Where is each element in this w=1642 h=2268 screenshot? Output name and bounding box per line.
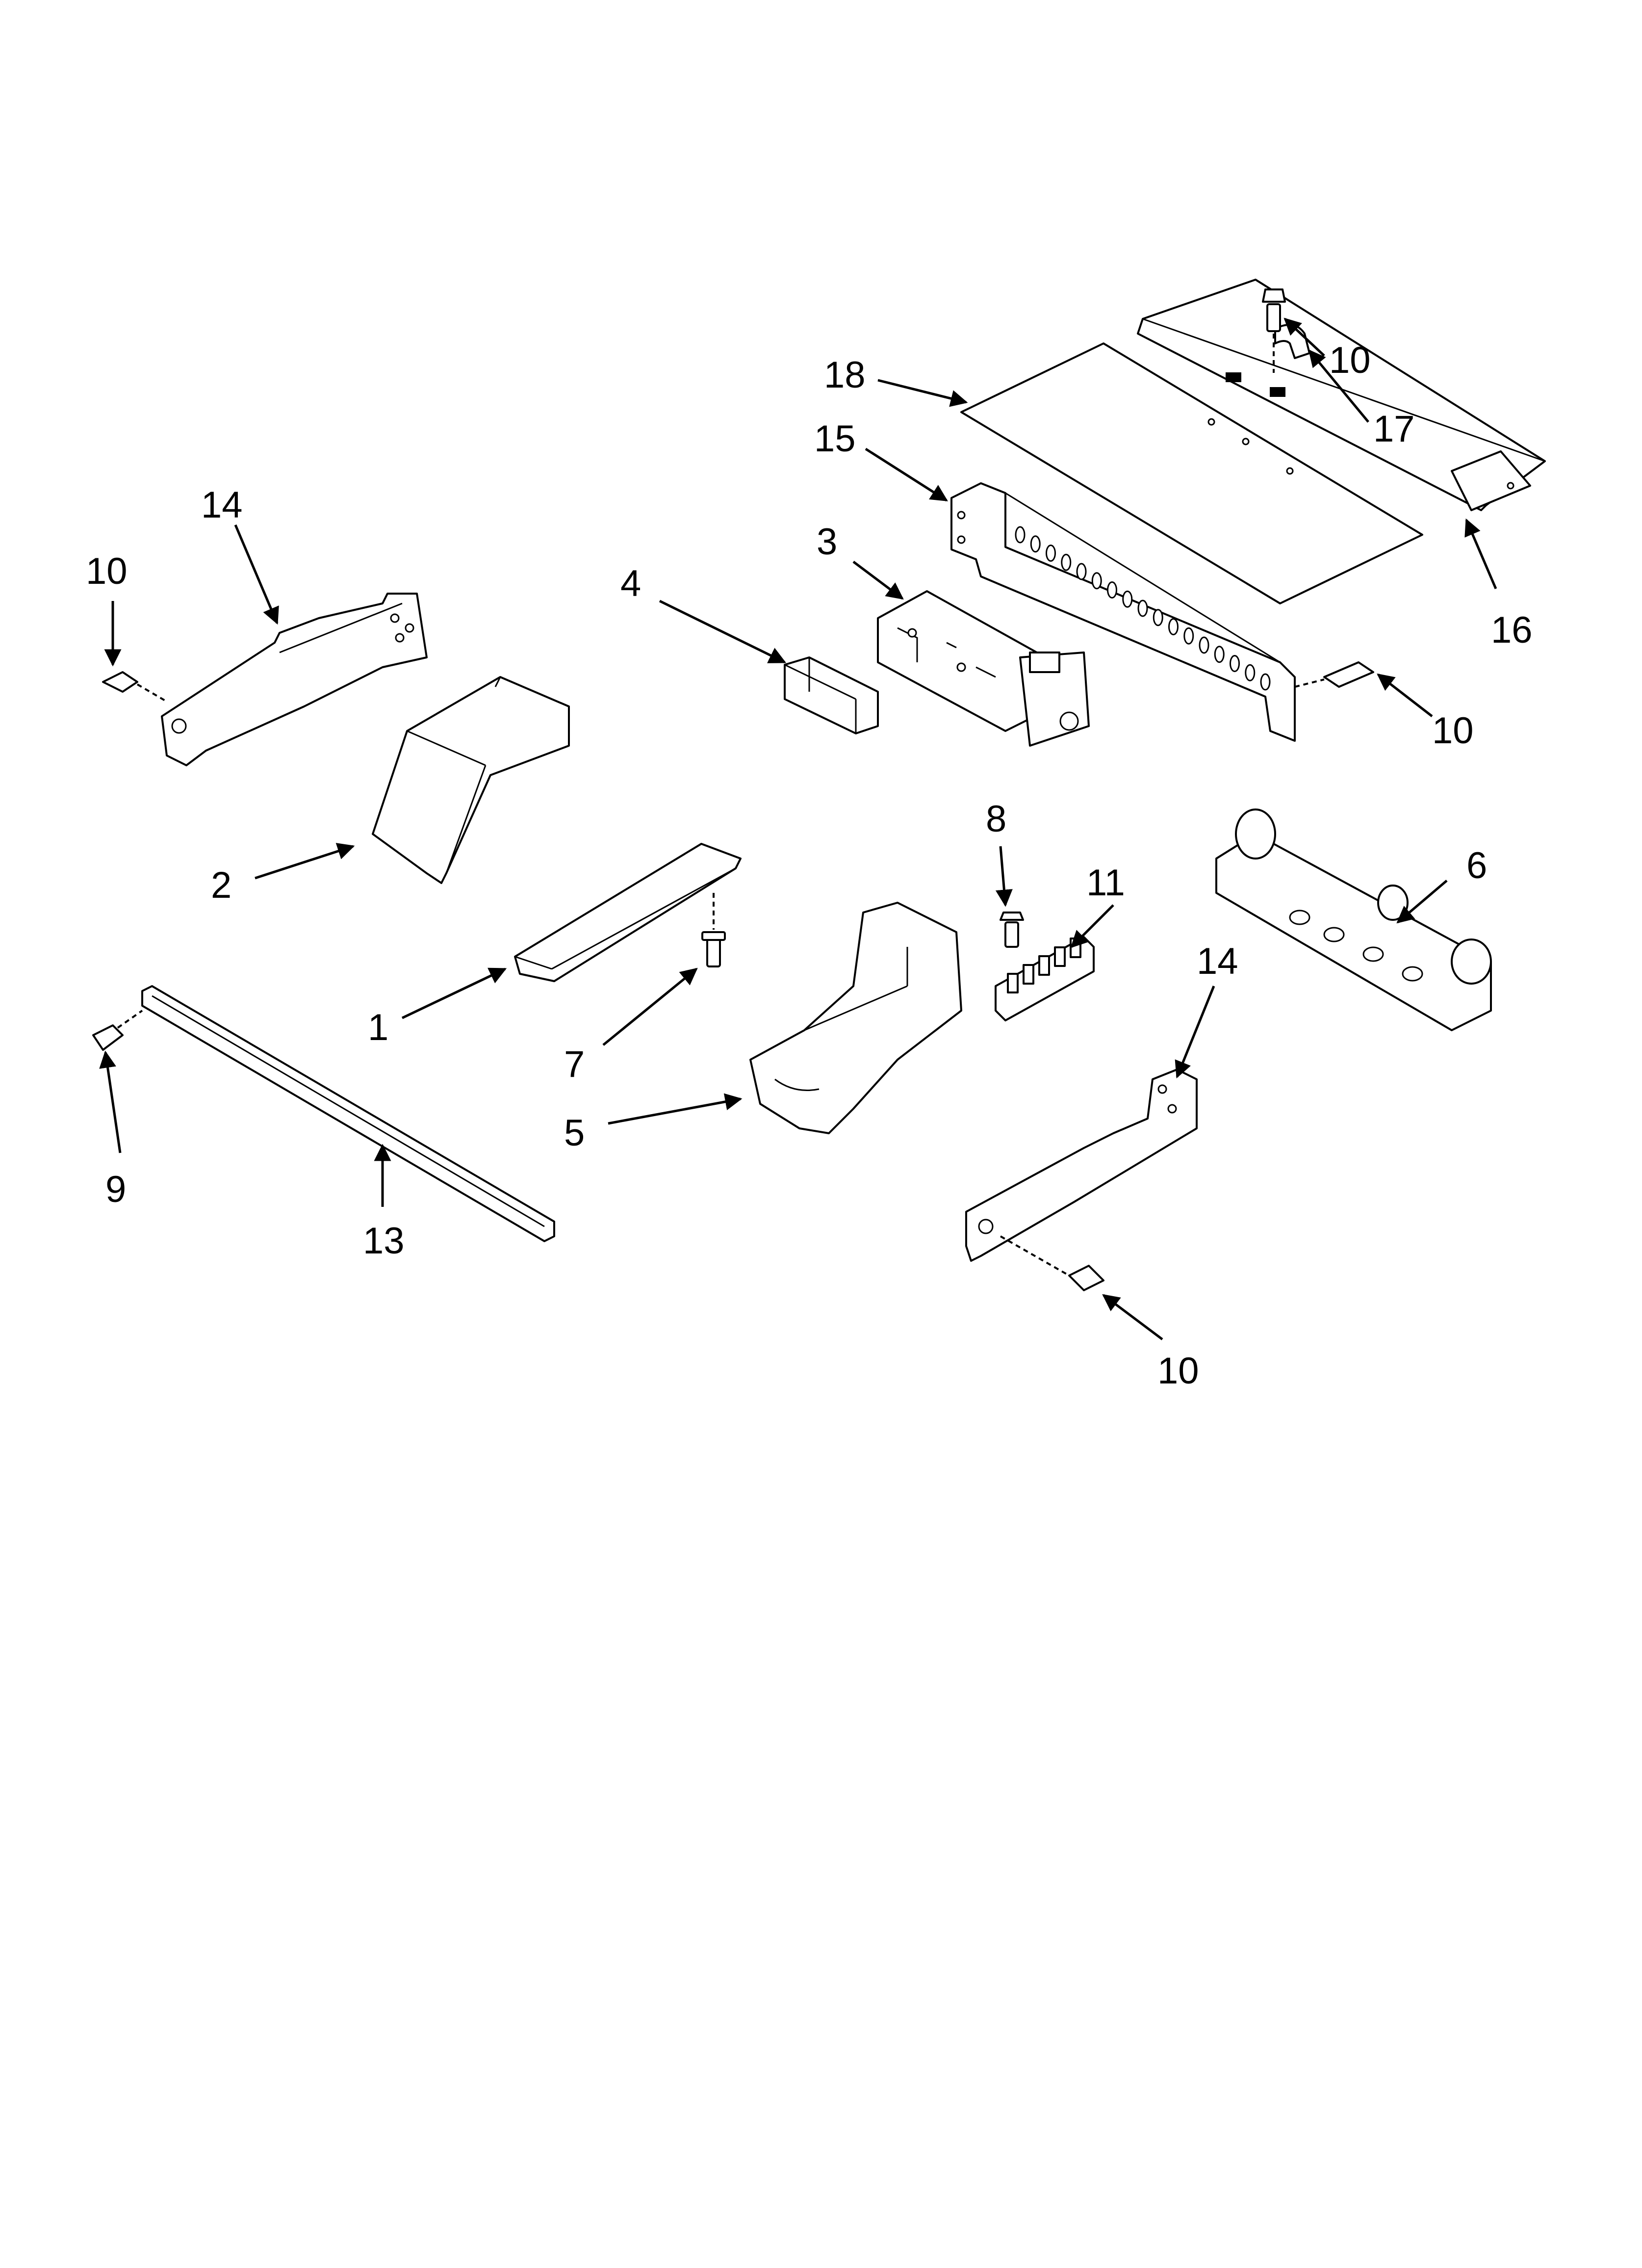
leader-2: [255, 843, 355, 880]
part-10-screw-left: [102, 671, 168, 703]
terminal-post: [1023, 964, 1034, 985]
leader-6: [1396, 880, 1448, 924]
part-1-channel: [514, 843, 742, 982]
part-5-deflector: [749, 902, 962, 1134]
callout-3: 3: [817, 521, 837, 563]
leader-8: [995, 846, 1013, 907]
callout-6: 6: [1466, 845, 1487, 886]
rail-slot: [1030, 535, 1041, 553]
leader-7: [602, 967, 698, 1046]
callout-9: 9: [105, 1169, 126, 1210]
leader-14-right: [1175, 986, 1215, 1079]
leader-15: [865, 447, 948, 502]
leader-14-left: [234, 524, 279, 625]
part-7-screw: [701, 893, 726, 967]
rail-slot: [1168, 618, 1179, 635]
part-10-screw-right: [1294, 661, 1374, 688]
rail-slot: [1076, 563, 1087, 580]
callout-8: 8: [986, 798, 1006, 840]
callout-18: 18: [824, 354, 866, 396]
part-11-terminal-block: [995, 936, 1095, 1021]
callout-labels: 18 10 17 15 16 3 4 10 14 10 2 8 11 6 1 7…: [86, 339, 1533, 1392]
part-16-top-back-panel: [1137, 279, 1546, 511]
part-13-long-rail: [141, 985, 555, 1242]
part-14-right-bracket: [965, 1069, 1198, 1262]
leader-lines: [99, 317, 1497, 1340]
part-10-screw-top: [1262, 288, 1286, 373]
callout-10-right: 10: [1432, 710, 1474, 752]
rail-slot: [1260, 673, 1271, 691]
leader-18: [877, 379, 968, 407]
rail-slot: [1137, 600, 1148, 617]
callout-5: 5: [564, 1112, 585, 1154]
rail-slot: [1183, 627, 1194, 645]
leader-4: [659, 600, 787, 664]
callout-10-top: 10: [1329, 339, 1371, 381]
callout-7: 7: [564, 1043, 585, 1085]
callout-11: 11: [1086, 862, 1125, 904]
rail-slot: [1046, 545, 1056, 562]
callout-10-bottom: 10: [1157, 1350, 1199, 1392]
part-3-control-assembly: [877, 590, 1090, 747]
part-9-screw: [92, 1010, 143, 1051]
part-2-duct: [372, 676, 570, 884]
callout-16: 16: [1491, 609, 1533, 651]
callout-14-left: 14: [201, 484, 243, 526]
callout-17: 17: [1373, 408, 1415, 450]
part-18-top-panel: [960, 342, 1423, 604]
rail-slot: [1107, 581, 1117, 599]
callout-15: 15: [814, 418, 856, 460]
leader-9: [99, 1050, 122, 1153]
leader-17: [1308, 349, 1369, 423]
part-4-insulation-block: [784, 656, 879, 734]
callout-10-left: 10: [86, 550, 128, 592]
rail-slot: [1091, 572, 1102, 590]
rail-slot: [1153, 609, 1163, 626]
leader-11: [1070, 904, 1114, 948]
rail-slot: [1199, 636, 1209, 654]
leader-5: [608, 1093, 743, 1125]
terminal-post: [1054, 946, 1066, 967]
part-15-slots: [1015, 526, 1271, 691]
part-14-left-bracket: [161, 593, 428, 766]
callout-2: 2: [211, 864, 231, 906]
rail-slot: [1015, 526, 1026, 544]
part-15-slotted-rail: [950, 482, 1296, 742]
callout-4: 4: [620, 563, 641, 604]
part-10-screw-bottom: [1000, 1235, 1104, 1291]
callout-1: 1: [368, 1007, 388, 1048]
leader-16: [1464, 518, 1497, 589]
leader-3: [852, 561, 904, 600]
leader-1: [401, 967, 507, 1019]
part-8-screw: [1000, 912, 1024, 948]
rail-slot: [1214, 646, 1225, 663]
rail-slot: [1245, 664, 1256, 681]
part-6-switch-panel: [1215, 808, 1492, 1031]
rail-slot: [1122, 590, 1133, 608]
terminal-post: [1038, 955, 1050, 976]
callout-13: 13: [363, 1220, 405, 1262]
rail-slot: [1230, 655, 1240, 672]
leader-10-bottom: [1102, 1294, 1163, 1340]
rail-slot: [1061, 553, 1072, 571]
leader-10-right: [1377, 673, 1433, 717]
terminal-post: [1007, 973, 1019, 993]
callout-14-right: 14: [1197, 940, 1238, 982]
part-11-terminals: [1007, 938, 1081, 993]
